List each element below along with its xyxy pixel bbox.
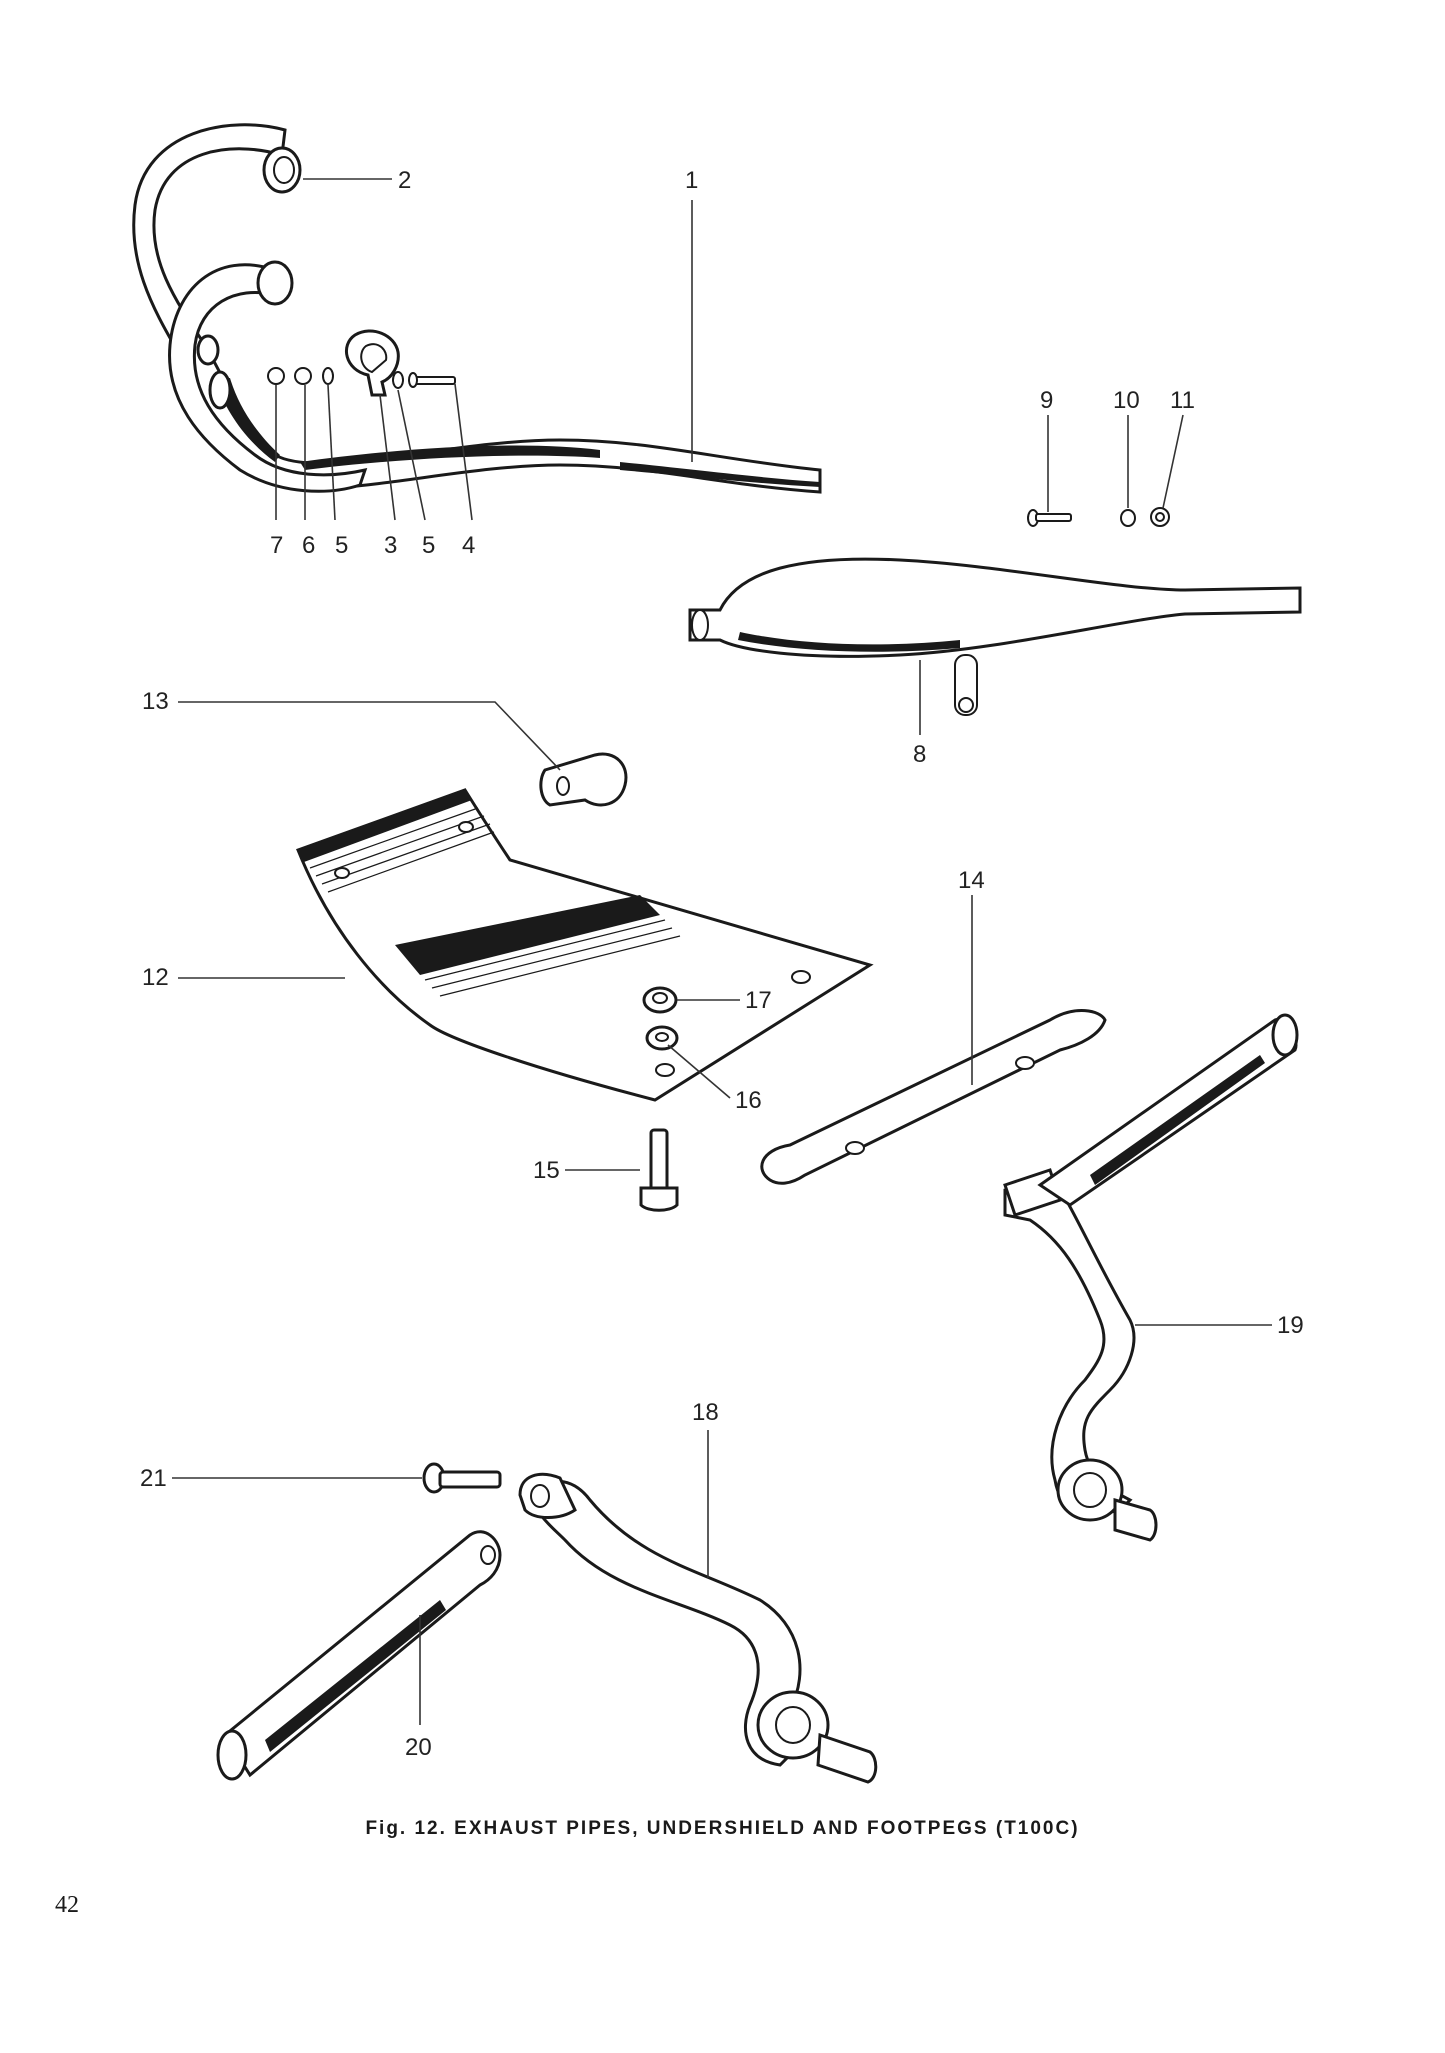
callout-11: 11 (1170, 387, 1195, 414)
leader-lines (172, 178, 1272, 1725)
silencer-icon (688, 557, 1302, 716)
callout-12: 12 (142, 964, 169, 991)
bolt-icon (422, 1462, 502, 1494)
bolt-icon (1027, 509, 1072, 527)
figure-caption: Fig. 12. EXHAUST PIPES, UNDERSHIELD AND … (365, 1818, 1080, 1839)
callout-21: 21 (140, 1465, 167, 1492)
nut-icon (267, 367, 285, 385)
callout-20: 20 (405, 1734, 432, 1761)
washer-icon (645, 1025, 679, 1051)
bolt-icon (639, 1128, 679, 1212)
exhaust-pipe-icon (132, 123, 822, 494)
support-strap-icon (760, 1009, 1107, 1185)
callout-4: 4 (462, 532, 475, 559)
footrest-rubber-icon (1037, 1013, 1299, 1207)
callout-5b: 5 (422, 532, 435, 559)
footrest-rubber-icon (216, 1530, 502, 1781)
callout-7: 7 (270, 532, 283, 559)
callout-2: 2 (398, 167, 411, 194)
callout-18: 18 (692, 1399, 719, 1426)
callout-15: 15 (533, 1157, 560, 1184)
bolt-icon (408, 372, 456, 388)
callout-13: 13 (142, 688, 169, 715)
callout-5a: 5 (335, 532, 348, 559)
footrest-arm-icon (518, 1472, 878, 1784)
callout-3: 3 (384, 532, 397, 559)
callout-8: 8 (913, 741, 926, 768)
nut-icon (642, 986, 678, 1014)
pipe-clip-icon (345, 329, 400, 397)
callout-labels: 2 1 7 6 5 3 5 4 9 10 11 8 13 12 14 17 16… (140, 167, 1304, 1761)
washer-icon (294, 367, 404, 389)
callout-14: 14 (958, 867, 985, 894)
callout-10: 10 (1113, 387, 1140, 414)
callout-9: 9 (1040, 387, 1053, 414)
callout-16: 16 (735, 1087, 762, 1114)
undershield-icon (296, 788, 874, 1102)
bracket-clip-icon (539, 752, 628, 807)
washer-icon (1120, 509, 1136, 527)
callout-17: 17 (745, 987, 772, 1014)
callout-6: 6 (302, 532, 315, 559)
footrest-arm-icon (1003, 1168, 1158, 1542)
callout-1: 1 (685, 167, 698, 194)
nut-icon (1150, 507, 1170, 527)
callout-19: 19 (1277, 1312, 1304, 1339)
page-number: 42 (55, 1892, 79, 1918)
